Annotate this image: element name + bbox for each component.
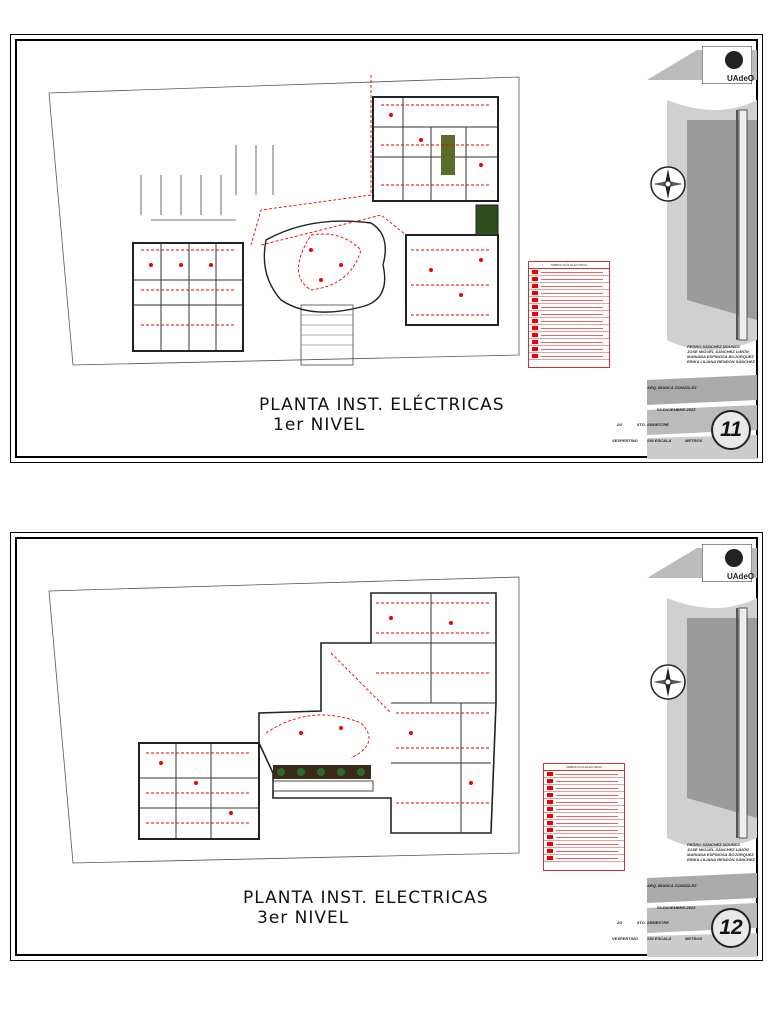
plan-title-line2: 1er NIVEL <box>273 415 366 435</box>
sheet-number: 11 <box>711 410 751 450</box>
logo-text: UAdeO <box>727 74 755 83</box>
plan-title: PLANTA INST. ELÉCTRICAS 1er NIVEL <box>259 395 505 435</box>
drawing-sheet-2: PLANTA INST. ELECTRICAS 3er NIVEL SIMBOL… <box>10 532 763 961</box>
university-logo-icon <box>702 46 752 84</box>
author-1: PEDRO SÁNCHEZ NOUNZA <box>687 344 740 349</box>
advisor: ARQ. BIANCA GONZÁLEZ <box>647 883 697 888</box>
units: METROS <box>685 438 703 443</box>
author-3: MARIANA ESPINOSA BOJORQUEZ <box>687 852 754 857</box>
author-4: ERIKA LILIANA RENDÓN SÁNCHEZ <box>687 857 755 862</box>
floor-plan-2 <box>48 576 520 864</box>
sheet-frame <box>15 39 758 458</box>
authors-list: PEDRO SÁNCHEZ NOUNZA JOSE MIGUEL SÁNCHEZ… <box>687 842 755 862</box>
date: 03-DICIEMBRE-2022 <box>657 407 696 412</box>
group: 2G <box>617 920 623 925</box>
legend-header: SIMBOLOGÍA ELÉCTRICA <box>529 262 609 269</box>
advisor: ARQ. BIANCA GONZÁLEZ <box>647 385 697 390</box>
author-1: PEDRO SÁNCHEZ NOUNZA <box>687 842 740 847</box>
author-3: MARIANA ESPINOSA BOJORQUEZ <box>687 354 754 359</box>
legend-header: SIMBOLOGÍA ELÉCTRICA <box>544 764 624 771</box>
plan-title: PLANTA INST. ELECTRICAS 3er NIVEL <box>243 888 489 928</box>
drawing-sheet-1: PLANTA INST. ELÉCTRICAS 1er NIVEL SIMBOL… <box>10 34 763 463</box>
authors-list: PEDRO SÁNCHEZ NOUNZA JOSE MIGUEL SÁNCHEZ… <box>687 344 755 364</box>
electrical-legend: SIMBOLOGÍA ELÉCTRICA <box>528 261 610 368</box>
shift: VESPERTINO <box>612 438 638 443</box>
group: 2G <box>617 422 623 427</box>
sheet-number: 12 <box>711 908 751 948</box>
scale: SIN ESCALA <box>647 936 672 941</box>
logo-text: UAdeO <box>727 572 755 581</box>
title-block-graphic <box>647 50 757 459</box>
scale: SIN ESCALA <box>647 438 672 443</box>
author-4: ERIKA LILIANA RENDÓN SÁNCHEZ <box>687 359 755 364</box>
plan-title-line1: PLANTA INST. ELECTRICAS <box>243 888 489 908</box>
compass-rose-icon <box>650 664 686 700</box>
shift: VESPERTINO <box>612 936 638 941</box>
title-block: UAdeO PEDRO SÁNCHEZ NOUNZA JOSE MIGUEL S… <box>612 40 757 459</box>
university-logo-icon <box>702 544 752 582</box>
electrical-legend: SIMBOLOGÍA ELÉCTRICA <box>543 763 625 871</box>
date: 03-DICIEMBRE-2022 <box>657 905 696 910</box>
author-2: JOSE MIGUEL SÁNCHEZ LIMÓN <box>687 349 749 354</box>
compass-rose-icon <box>650 166 686 202</box>
floor-plan-1 <box>48 75 520 366</box>
plan-title-line2: 3er NIVEL <box>257 908 350 928</box>
title-block-graphic <box>647 548 757 957</box>
semester: 5TO. SEMESTRE <box>637 422 669 427</box>
title-block: UAdeO PEDRO SÁNCHEZ NOUNZA JOSE MIGUEL S… <box>612 538 757 957</box>
author-2: JOSE MIGUEL SÁNCHEZ LIMÓN <box>687 847 749 852</box>
sheet-frame <box>15 537 758 956</box>
semester: 5TO. SEMESTRE <box>637 920 669 925</box>
plan-title-line1: PLANTA INST. ELÉCTRICAS <box>259 395 505 415</box>
units: METROS <box>685 936 703 941</box>
